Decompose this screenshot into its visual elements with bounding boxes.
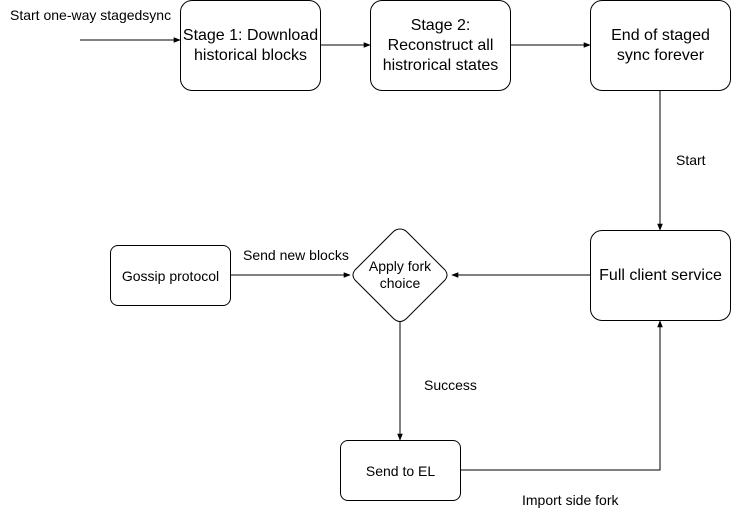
apply-fork-text: Apply fork choice bbox=[368, 258, 432, 291]
stage2-node: Stage 2: Reconstruct all histrorical sta… bbox=[370, 0, 511, 91]
stage1-node: Stage 1: Download historical blocks bbox=[180, 0, 321, 91]
stage2-text: Stage 2: Reconstruct all histrorical sta… bbox=[382, 16, 499, 74]
edge-label-send-new-blocks: Send new blocks bbox=[243, 247, 349, 263]
edge-label-start: Start bbox=[676, 152, 706, 168]
stage1-text: Stage 1: Download historical blocks bbox=[182, 26, 319, 64]
start-label: Start one-way stagedsync bbox=[10, 7, 172, 23]
end-staged-text: End of staged sync forever bbox=[611, 26, 710, 64]
arrow-send-el-to-full-client bbox=[460, 320, 663, 471]
gossip-text: Gossip protocol bbox=[121, 267, 220, 284]
edge-label-success: Success bbox=[424, 377, 477, 393]
apply-fork-diamond bbox=[352, 228, 448, 322]
gossip-node: Gossip protocol bbox=[110, 245, 231, 306]
full-client-node: Full client service bbox=[590, 230, 731, 321]
send-el-node: Send to EL bbox=[340, 440, 461, 501]
edge-label-import-side-fork: Import side fork bbox=[522, 492, 619, 508]
full-client-text: Full client service bbox=[599, 266, 722, 284]
end-staged-node: End of staged sync forever bbox=[590, 0, 731, 91]
send-el-text: Send to EL bbox=[365, 462, 436, 479]
